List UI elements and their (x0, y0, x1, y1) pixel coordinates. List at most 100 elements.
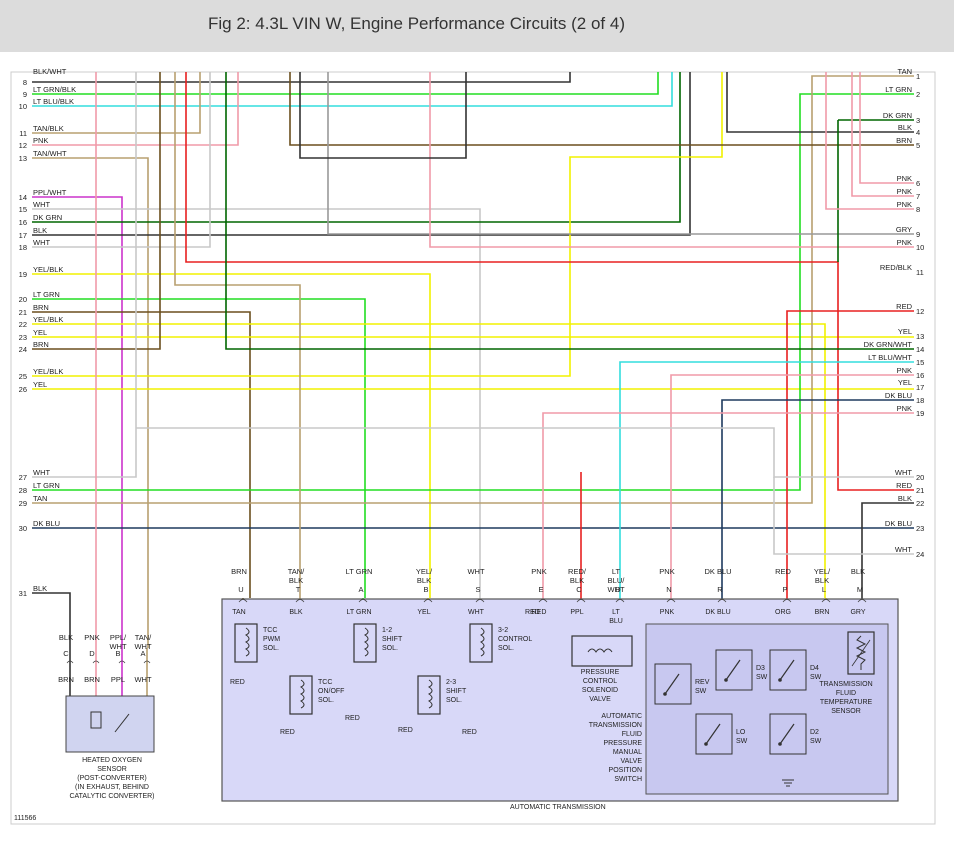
ho2s-pin-top: PPL/WHT (109, 633, 127, 651)
pin-inner-label: BLK (289, 609, 303, 616)
wire-blk-17 (32, 72, 691, 236)
wire-number: 28 (19, 486, 27, 495)
red-label: RED (345, 715, 360, 722)
pin-letter: E (538, 585, 543, 594)
wire-number: 22 (19, 320, 27, 329)
wire-tan-wht (32, 157, 149, 648)
pin-color-label: WHT (467, 567, 484, 576)
wire-tan-blk (32, 72, 201, 134)
wire-number: 20 (19, 295, 27, 304)
wire-label: GRY (896, 225, 912, 234)
ho2s-pin-letter: C (63, 649, 69, 658)
ho2s-pin-bottom: BRN (58, 675, 74, 684)
wire-blk-wht (32, 72, 571, 83)
shift-23-solenoid (417, 675, 441, 715)
title-bar: Fig 2: 4.3L VIN W, Engine Performance Ci… (0, 0, 954, 52)
red-label: RED (280, 729, 295, 736)
wire-label: LT BLU/WHT (868, 353, 912, 362)
wire-gry-9 (327, 72, 914, 235)
control-32-solenoid-winding (480, 627, 485, 657)
d4-switch-pivot (778, 678, 782, 682)
wire-label: YEL (898, 378, 912, 387)
wire-number: 24 (916, 550, 924, 559)
wire-label: WHT (33, 238, 50, 247)
wire-label: DK BLU (885, 519, 912, 528)
wire-label: PNK (897, 238, 912, 247)
wire-wht-18 (32, 72, 211, 248)
pin-inner-label: PPL (570, 609, 583, 616)
ho2s-connector (92, 660, 100, 664)
wire-number: 13 (916, 332, 924, 341)
wire-label: WHT (33, 200, 50, 209)
wire-label: PNK (33, 136, 48, 145)
ho2s-heater (90, 711, 102, 729)
ho2s-pin-letter: B (115, 649, 120, 658)
wire-label: BRN (33, 340, 49, 349)
pcs-valve-coil (587, 648, 613, 653)
d3-switch (715, 649, 753, 691)
wire-blk-22 (861, 502, 914, 598)
wire-yel-blk-19 (32, 273, 431, 598)
wire-wht-27 (32, 72, 137, 478)
wire-pnk-8 (825, 72, 914, 210)
pin-connector (857, 599, 867, 603)
lo-switch (695, 713, 733, 755)
wire-number: 19 (19, 270, 27, 279)
ho2s-connector (143, 660, 151, 664)
diagram-frame (10, 71, 936, 825)
pin-letter: B (423, 585, 428, 594)
figure-number: 111566 (14, 815, 36, 822)
wire-number: 2 (916, 90, 920, 99)
wire-label: WHT (33, 468, 50, 477)
pin-inner-label: GRY (850, 609, 865, 616)
control-32-solenoid (469, 623, 493, 663)
wire-brn-5 (289, 72, 914, 146)
rev-switch-contact (664, 673, 680, 695)
pin-color-label: YEL/BLK (814, 567, 831, 585)
ho2s-pin-bottom: BRN (84, 675, 100, 684)
wire-number: 8 (23, 78, 27, 87)
pin-inner-label: RED (532, 609, 547, 616)
wire-wht-15 (32, 208, 481, 598)
wire-number: 7 (916, 192, 920, 201)
wire-number: 19 (916, 409, 924, 418)
wire-label: YEL (898, 327, 912, 336)
ho2s-box (65, 695, 155, 753)
wire-number: 11 (19, 129, 27, 138)
wire-pnk-16 (670, 374, 914, 598)
d2-switch-pivot (778, 742, 782, 746)
pin-letter: A (358, 585, 363, 594)
pin-connector (538, 599, 548, 603)
wire-number: 8 (916, 205, 920, 214)
ho2s-pin-top: BLK (59, 633, 73, 642)
wire-label: BLK (33, 584, 47, 593)
wires (32, 72, 914, 780)
component-boxes (65, 598, 899, 802)
wire-number: 30 (19, 524, 27, 533)
red-label: RED (462, 729, 477, 736)
wire-label: DK GRN (33, 213, 62, 222)
ho2s-connector (118, 660, 126, 664)
pin-connector (717, 599, 727, 603)
pin-letter: N (666, 585, 671, 594)
pin-inner-label: TAN (232, 609, 245, 616)
wire-label: PPL/WHT (33, 188, 67, 197)
wire-number: 16 (19, 218, 27, 227)
pin-letter: T (296, 585, 301, 594)
wire-number: 9 (23, 90, 27, 99)
wire-label: DK BLU (33, 519, 60, 528)
wire-label: BLK (898, 123, 912, 132)
wire-pnk-12 (32, 72, 239, 146)
pin-inner-label: BRN (815, 609, 830, 616)
wire-number: 14 (19, 193, 27, 202)
d2-switch (769, 713, 807, 755)
wire-number: 23 (916, 524, 924, 533)
wire-number: 16 (916, 371, 924, 380)
